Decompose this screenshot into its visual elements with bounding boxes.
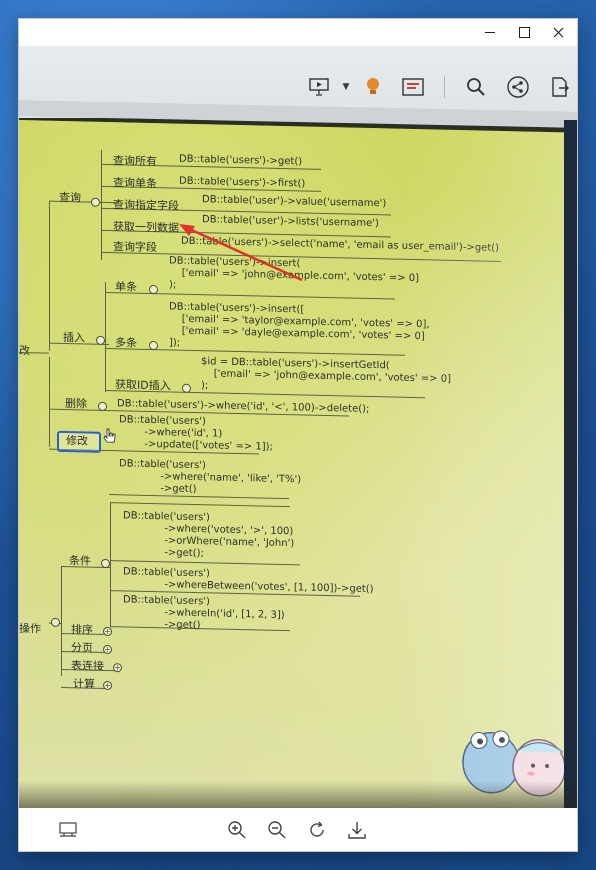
collapse-toggle[interactable] bbox=[98, 401, 107, 411]
query-all-node[interactable]: 查询所有 bbox=[113, 154, 157, 169]
photo-viewer-window: ▼ 改 操作 bbox=[19, 19, 577, 851]
lightbulb-icon bbox=[360, 74, 386, 100]
download-icon bbox=[348, 822, 366, 839]
code-snippet: DB::table('users')->insert([ ['email' =>… bbox=[169, 301, 430, 349]
query-select-node[interactable]: 查询字段 bbox=[113, 240, 157, 255]
collapse-toggle[interactable] bbox=[101, 558, 110, 569]
maximize-icon bbox=[518, 27, 530, 38]
code-snippet: DB::table('users') ->whereIn('id', [1, 2… bbox=[123, 594, 285, 632]
code-snippet: DB::table('users') ->whereBetween('votes… bbox=[123, 566, 374, 596]
insert-getid-node[interactable]: 获取ID插入 bbox=[115, 378, 171, 393]
code-snippet: DB::table('users')->insert( ['email' => … bbox=[169, 255, 420, 291]
captured-toolbar: ▼ bbox=[19, 46, 577, 128]
viewer-toolbar bbox=[19, 808, 577, 851]
update-node[interactable]: 修改 bbox=[66, 434, 88, 448]
rotate-button[interactable] bbox=[304, 817, 330, 843]
query-one-node[interactable]: 查询单条 bbox=[113, 176, 157, 191]
collapse-toggle[interactable] bbox=[149, 284, 158, 295]
sort-node[interactable]: 排序 bbox=[71, 623, 93, 637]
query-column-node[interactable]: 获取一列数据 bbox=[113, 220, 179, 235]
insert-node[interactable]: 插入 bbox=[63, 330, 85, 345]
zoom-in-icon bbox=[228, 821, 246, 839]
join-node[interactable]: 表连接 bbox=[71, 659, 104, 673]
insert-multi-node[interactable]: 多条 bbox=[115, 336, 137, 350]
delete-node[interactable]: 删除 bbox=[65, 397, 87, 411]
insert-single-node[interactable]: 单条 bbox=[115, 280, 137, 294]
collapse-toggle[interactable] bbox=[182, 383, 191, 393]
mindmap-canvas: 改 操作 查询 查询所有 DB::table('users')->get() 查… bbox=[19, 120, 566, 808]
share-icon bbox=[505, 74, 531, 100]
paginate-node[interactable]: 分页 bbox=[71, 641, 93, 655]
query-node[interactable]: 查询 bbox=[59, 190, 81, 205]
query-field-node[interactable]: 查询指定字段 bbox=[113, 198, 179, 213]
code-snippet: DB::table('user')->lists('username') bbox=[202, 214, 379, 230]
code-snippet: DB::table('user')->value('username') bbox=[202, 194, 387, 210]
dropdown-arrow-icon: ▼ bbox=[342, 82, 350, 92]
expand-toggle[interactable]: + bbox=[103, 644, 112, 655]
code-snippet: DB::table('users') ->where('name', 'like… bbox=[119, 458, 302, 496]
collapse-toggle[interactable] bbox=[91, 197, 100, 207]
close-button[interactable] bbox=[541, 19, 575, 46]
code-snippet: DB::table('users')->first() bbox=[179, 175, 306, 190]
zoom-in-button[interactable] bbox=[224, 817, 250, 843]
mouse-cursor-icon bbox=[103, 428, 116, 443]
search-icon bbox=[463, 74, 489, 100]
condition-node[interactable]: 条件 bbox=[69, 554, 91, 568]
collapse-toggle[interactable] bbox=[51, 617, 60, 627]
collapse-toggle[interactable] bbox=[96, 335, 105, 345]
code-snippet: DB::table('users')->select('name', 'emai… bbox=[181, 235, 500, 254]
fit-screen-button[interactable] bbox=[55, 817, 81, 843]
aggregate-node[interactable]: 计算 bbox=[73, 677, 95, 691]
zoom-out-button[interactable] bbox=[264, 817, 290, 843]
expand-toggle[interactable]: + bbox=[103, 680, 112, 691]
collapse-toggle[interactable] bbox=[149, 340, 158, 351]
slideshow-icon bbox=[306, 74, 332, 100]
code-snippet: DB::table('users')->get() bbox=[179, 153, 303, 168]
photo-content: ▼ 改 操作 bbox=[19, 46, 577, 808]
maximize-button[interactable] bbox=[507, 19, 541, 46]
code-snippet: DB::table('users') ->where('votes', '>',… bbox=[123, 510, 295, 560]
code-snippet: DB::table('users') ->where('id', 1) ->up… bbox=[119, 414, 273, 453]
export-icon bbox=[547, 74, 573, 100]
download-button[interactable] bbox=[344, 817, 370, 843]
update-node-selection[interactable] bbox=[57, 430, 101, 453]
close-icon bbox=[553, 27, 563, 38]
minimize-icon bbox=[485, 32, 495, 33]
code-snippet: DB::table('users')->where('id', '<', 100… bbox=[117, 398, 370, 415]
title-bar bbox=[19, 19, 577, 46]
fit-screen-icon bbox=[59, 822, 77, 837]
rotate-icon bbox=[310, 821, 324, 837]
mindmap-fragment-label: 改 bbox=[19, 344, 30, 358]
minimize-button[interactable] bbox=[473, 19, 507, 46]
mindmap-fragment-label: 操作 bbox=[19, 622, 41, 636]
expand-toggle[interactable]: + bbox=[113, 663, 122, 673]
zoom-out-icon bbox=[268, 821, 286, 839]
expand-toggle[interactable]: + bbox=[103, 626, 112, 637]
code-snippet: $id = DB::table('users')->insertGetId( [… bbox=[201, 356, 452, 392]
screen-icon bbox=[400, 74, 426, 100]
